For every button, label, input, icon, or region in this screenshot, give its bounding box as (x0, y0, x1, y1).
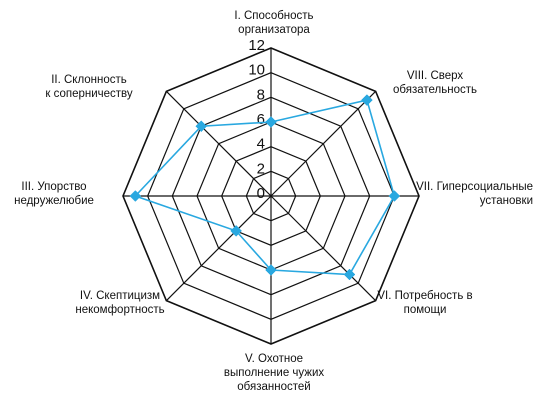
data-series (129, 94, 401, 281)
tick-label-6: 6 (257, 111, 265, 128)
data-point-4 (265, 264, 277, 276)
spoke-1 (270, 90, 377, 197)
tick-label-2: 2 (257, 160, 265, 177)
spoke-5 (165, 195, 272, 302)
data-point-1 (361, 94, 373, 106)
data-point-3 (343, 268, 356, 281)
data-point-0 (265, 116, 277, 128)
tick-label-12: 12 (248, 37, 265, 54)
tick-label-8: 8 (257, 86, 265, 103)
tick-label-10: 10 (248, 62, 265, 79)
data-point-6 (129, 190, 142, 202)
data-point-5 (230, 225, 242, 237)
data-point-2 (388, 190, 401, 202)
spoke-7 (165, 90, 272, 197)
radial-tick-labels: 0 2 4 6 8 10 12 (248, 37, 265, 202)
spoke-3 (270, 195, 377, 302)
data-point-7 (195, 120, 208, 133)
tick-label-0: 0 (257, 185, 265, 202)
tick-label-4: 4 (257, 136, 265, 153)
radar-grid (122, 47, 420, 345)
